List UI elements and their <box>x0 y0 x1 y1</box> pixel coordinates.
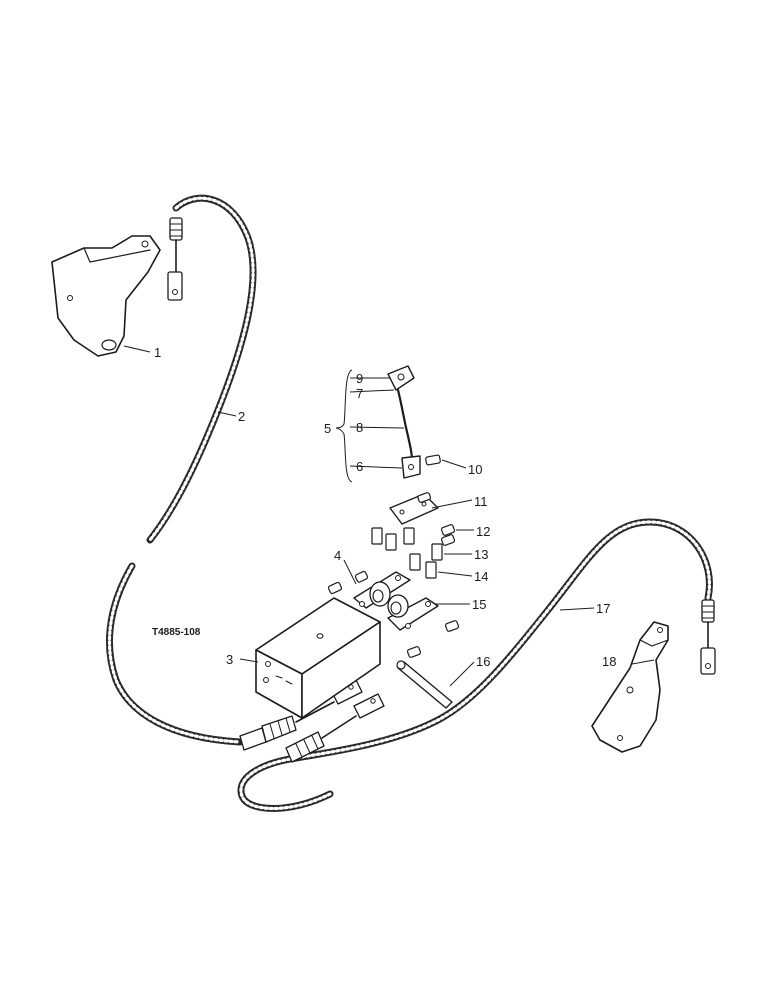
block-part-12 <box>371 524 456 551</box>
callout-14: 14 <box>474 569 488 584</box>
callout-15: 15 <box>472 597 486 612</box>
leader-lines <box>123 345 655 687</box>
flange-part-4 <box>327 570 411 609</box>
callout-18: 18 <box>602 654 616 669</box>
drawing-reference-id: T4885-108 <box>152 627 201 638</box>
flange-part-15 <box>387 594 460 658</box>
callout-6: 6 <box>356 459 363 474</box>
callout-8: 8 <box>356 420 363 435</box>
callout-16: 16 <box>476 654 490 669</box>
callout-10: 10 <box>468 462 482 477</box>
pin-part-10 <box>425 454 441 466</box>
callout-12: 12 <box>476 524 490 539</box>
cable-part-17 <box>237 518 716 812</box>
cable-part-2 <box>105 194 363 751</box>
lever-assembly-part-5 <box>387 365 421 479</box>
callout-3: 3 <box>226 652 233 667</box>
callout-4: 4 <box>334 548 341 563</box>
callout-13: 13 <box>474 547 488 562</box>
callout-labels: 1 2 3 4 5 6 7 8 9 10 11 12 13 14 15 16 1… <box>154 345 616 669</box>
callout-9: 9 <box>356 371 363 386</box>
callout-7: 7 <box>356 386 363 401</box>
block-part-14 <box>409 553 437 579</box>
block-part-13 <box>403 527 443 561</box>
bracket-part-18 <box>591 621 669 753</box>
callout-2: 2 <box>238 409 245 424</box>
callout-17: 17 <box>596 601 610 616</box>
callout-11: 11 <box>474 494 488 509</box>
housing-part-3 <box>255 597 381 719</box>
callout-5: 5 <box>324 421 331 436</box>
shaft-part-16 <box>396 660 453 709</box>
callout-1: 1 <box>154 345 161 360</box>
bracket-part-1 <box>51 235 161 357</box>
plate-part-11 <box>389 492 439 525</box>
